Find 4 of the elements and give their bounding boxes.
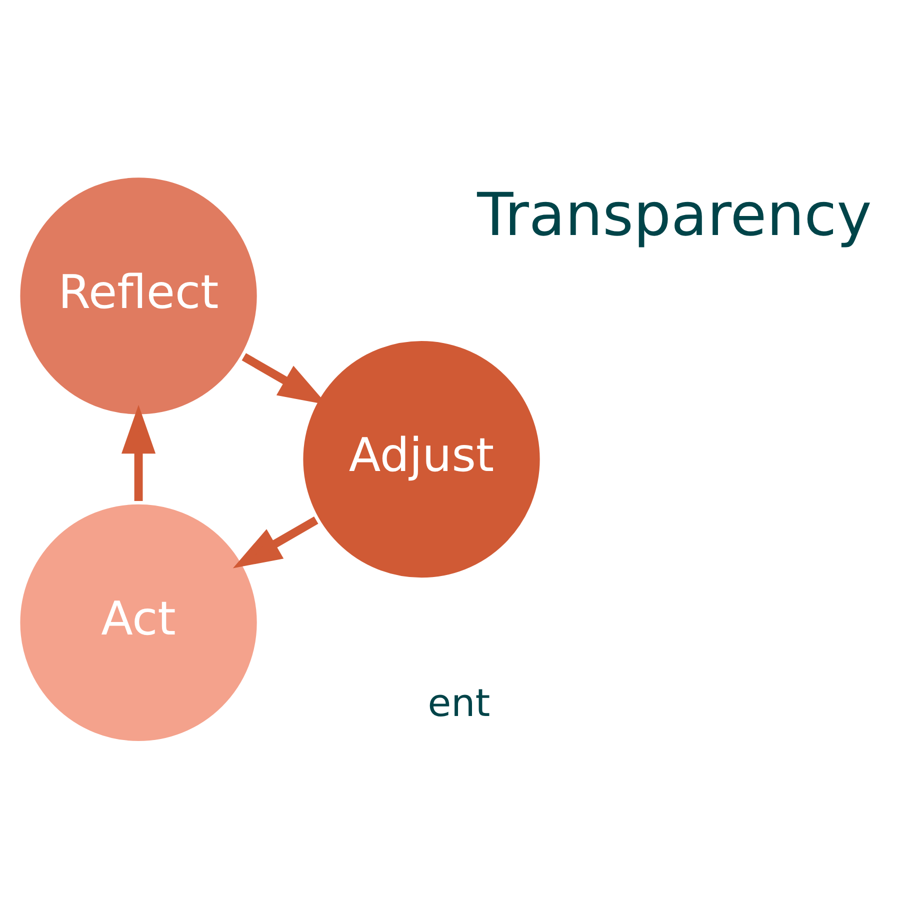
arrow	[121, 404, 156, 502]
label: ent	[428, 680, 490, 725]
label: Transparency	[477, 180, 872, 250]
arrow	[232, 516, 318, 568]
